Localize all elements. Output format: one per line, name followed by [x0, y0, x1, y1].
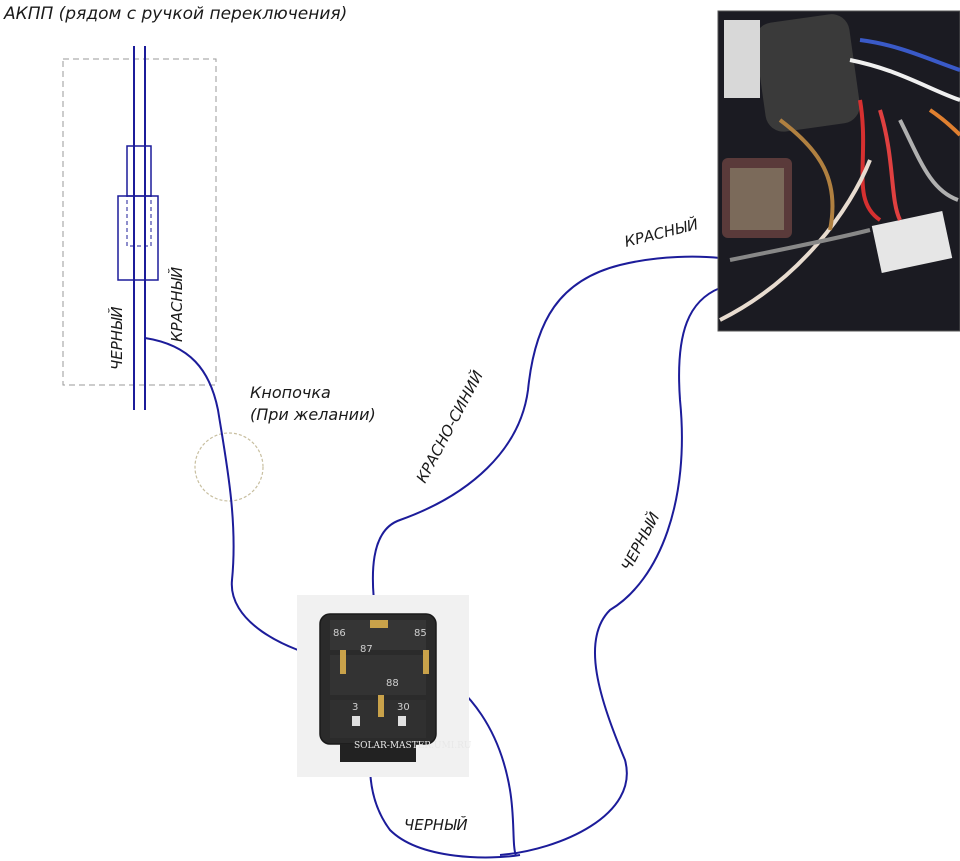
connector-upper — [126, 145, 152, 197]
relay-pin-label-87: 87 — [360, 644, 373, 655]
connector-lower — [117, 195, 159, 281]
relay-pin-label-30: 30 — [397, 702, 410, 713]
diagram-title: АКПП (рядом с ручкой переключения) — [3, 4, 347, 24]
wire-red-to-relay — [144, 337, 341, 663]
relay-pin-label-88: 88 — [386, 678, 399, 689]
white-connector-top — [724, 20, 760, 98]
relay-pin-30 — [378, 695, 384, 717]
white-connector-bottom — [871, 211, 953, 273]
wire-red-blue — [371, 255, 721, 619]
foam-sleeve — [755, 14, 860, 132]
label-black-right: ЧЕРНЫЙ — [617, 509, 664, 574]
label-button-note: (При желании) — [250, 405, 376, 424]
label-red-left: КРАСНЫЙ — [167, 267, 186, 342]
relay-base — [340, 744, 416, 762]
label-red-blue: КРАСНО-СИНИЙ — [412, 367, 487, 486]
relay-pin-label-86: 86 — [333, 628, 346, 639]
label-red-top: КРАСНЫЙ — [622, 214, 700, 251]
selector-wires — [133, 46, 146, 410]
relay-pin-86 — [340, 650, 346, 674]
optional-button-circle — [194, 432, 264, 502]
label-button: Кнопочка — [250, 383, 331, 402]
relay-pin-label-3: 3 — [352, 702, 358, 713]
relay-terminal-30 — [398, 716, 406, 726]
car-harness-photo — [717, 10, 960, 332]
relay-pin-87 — [370, 620, 388, 628]
relay: 86 87 85 88 3 30 SOLAR-MASTER.UMI.RU — [297, 595, 472, 777]
relay-pin-85 — [423, 650, 429, 674]
shifter-area-box — [62, 58, 217, 386]
connector-inner — [126, 195, 152, 247]
relay-watermark: SOLAR-MASTER.UMI.RU — [354, 741, 472, 751]
label-black-bottom: ЧЕРНЫЙ — [404, 815, 468, 834]
wire-black-right — [499, 287, 721, 856]
label-black-left: ЧЕРНЫЙ — [107, 306, 126, 370]
relay-pin-label-85: 85 — [414, 628, 427, 639]
relay-terminal-3 — [352, 716, 360, 726]
